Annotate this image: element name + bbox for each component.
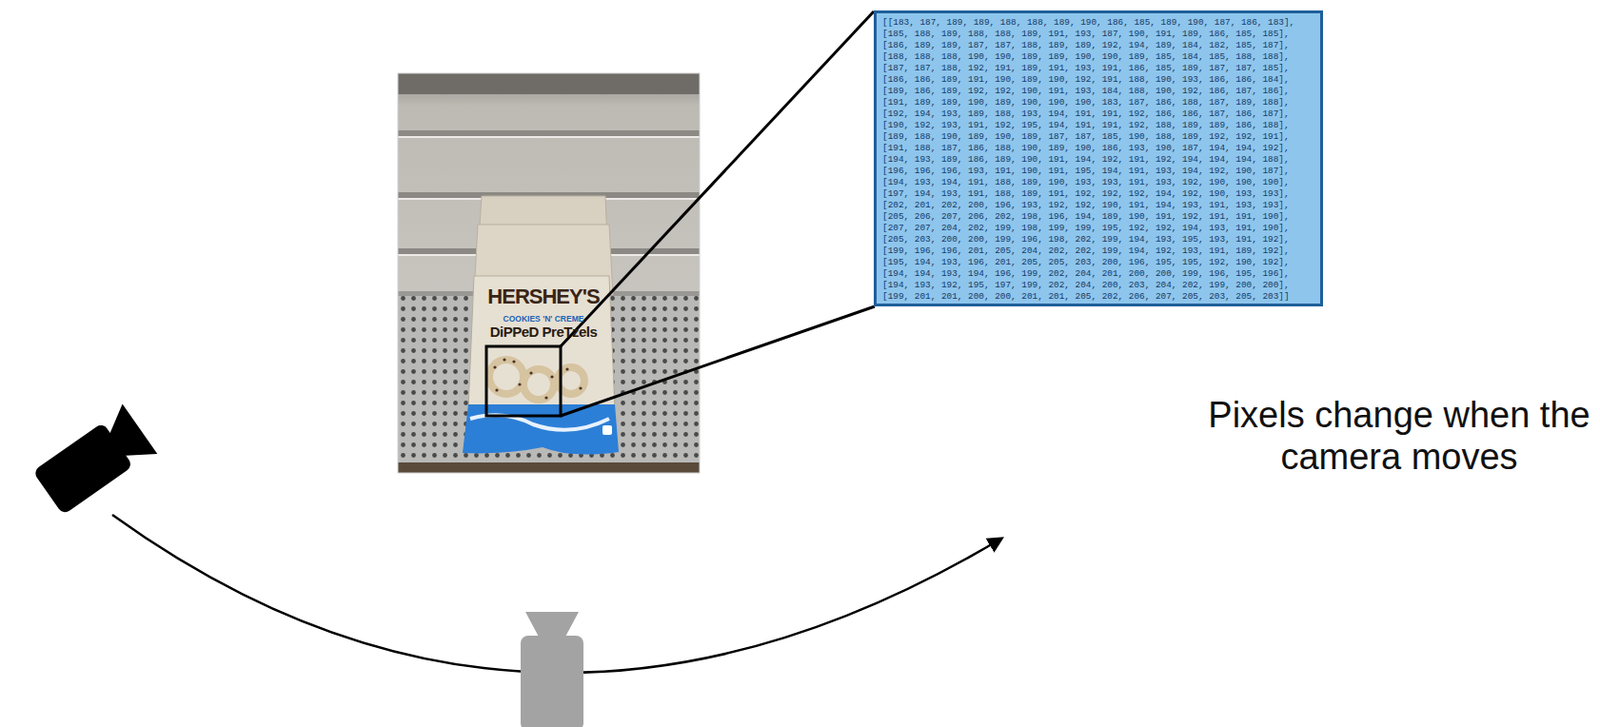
flavor-text: COOKIES 'N' CREME <box>472 315 615 324</box>
pixel-row: [196, 196, 196, 193, 191, 190, 191, 195,… <box>882 165 1315 178</box>
pixel-matrix-box: [[183, 187, 189, 189, 188, 188, 189, 190… <box>873 10 1324 307</box>
pixel-row: [205, 203, 200, 200, 199, 196, 198, 202,… <box>882 234 1315 246</box>
camera-icon <box>30 403 158 518</box>
pixel-row: [205, 206, 207, 206, 202, 198, 196, 194,… <box>882 211 1315 223</box>
photo-top-band <box>397 73 700 95</box>
pixel-row: [194, 193, 192, 195, 197, 199, 202, 204,… <box>882 279 1315 292</box>
pixel-row: [192, 194, 193, 189, 188, 193, 194, 191,… <box>882 108 1315 120</box>
pixel-row: [188, 188, 188, 190, 190, 189, 189, 190,… <box>882 51 1315 63</box>
pixel-row: [202, 201, 202, 200, 196, 193, 192, 192,… <box>882 199 1315 212</box>
shelf-front <box>397 462 700 474</box>
pixel-row: [186, 189, 189, 187, 187, 188, 189, 189,… <box>882 39 1315 52</box>
camera-lens <box>97 403 158 472</box>
pixel-row: [189, 188, 190, 189, 190, 189, 187, 187,… <box>882 131 1315 143</box>
pixel-row: [186, 186, 189, 191, 190, 189, 190, 192,… <box>882 74 1315 86</box>
pixel-row: [195, 194, 193, 196, 201, 205, 205, 203,… <box>882 256 1315 269</box>
pixel-row: [187, 187, 188, 192, 191, 189, 191, 193,… <box>882 62 1315 75</box>
pixel-row: [[183, 187, 189, 189, 188, 188, 189, 190… <box>882 17 1315 29</box>
pixel-row: [185, 188, 189, 188, 188, 189, 191, 193,… <box>882 28 1315 40</box>
pixel-row: [207, 207, 204, 202, 199, 198, 199, 199,… <box>882 222 1315 235</box>
shelf-strip <box>397 130 700 137</box>
leader-line <box>560 306 875 416</box>
bag-logo <box>602 425 613 435</box>
pixel-row: [190, 192, 193, 191, 192, 195, 194, 191,… <box>882 119 1315 132</box>
pixel-row: [199, 201, 201, 200, 200, 201, 201, 205,… <box>882 291 1315 303</box>
photo-wall <box>397 73 700 474</box>
camera-body <box>520 635 584 727</box>
pretzel <box>489 359 524 395</box>
zoom-square <box>486 346 561 416</box>
pixel-row: [191, 189, 189, 190, 189, 190, 190, 190,… <box>882 97 1315 109</box>
leader-line <box>560 11 874 347</box>
pixel-row: [189, 186, 189, 192, 192, 190, 191, 193,… <box>882 85 1315 98</box>
camera-lens <box>525 612 579 639</box>
pixel-row: [197, 194, 193, 191, 188, 189, 191, 192,… <box>882 188 1315 200</box>
pixel-row: [199, 196, 196, 201, 205, 204, 202, 202,… <box>882 245 1315 257</box>
caption-note: Pixels change when the camera moves <box>1194 394 1600 478</box>
pretzel-speckles <box>493 357 582 399</box>
shelf-strip <box>397 136 700 139</box>
pixel-row: [194, 194, 193, 194, 196, 199, 202, 204,… <box>882 268 1315 280</box>
product-text: DiPPeD PreTzels <box>472 324 615 341</box>
pixel-row: [194, 193, 189, 186, 189, 190, 191, 194,… <box>882 154 1315 166</box>
camera-icon <box>520 612 584 727</box>
pretzel <box>523 369 554 400</box>
pixel-row: [191, 188, 187, 186, 188, 190, 189, 190,… <box>882 142 1315 155</box>
front-bag <box>468 276 615 410</box>
brand-text: HERSHEY'S <box>472 285 615 309</box>
pretzels <box>489 359 585 400</box>
photo-frame <box>397 73 700 474</box>
pixel-row: [194, 193, 194, 191, 188, 189, 190, 193,… <box>882 177 1315 189</box>
product-photo <box>397 73 700 474</box>
